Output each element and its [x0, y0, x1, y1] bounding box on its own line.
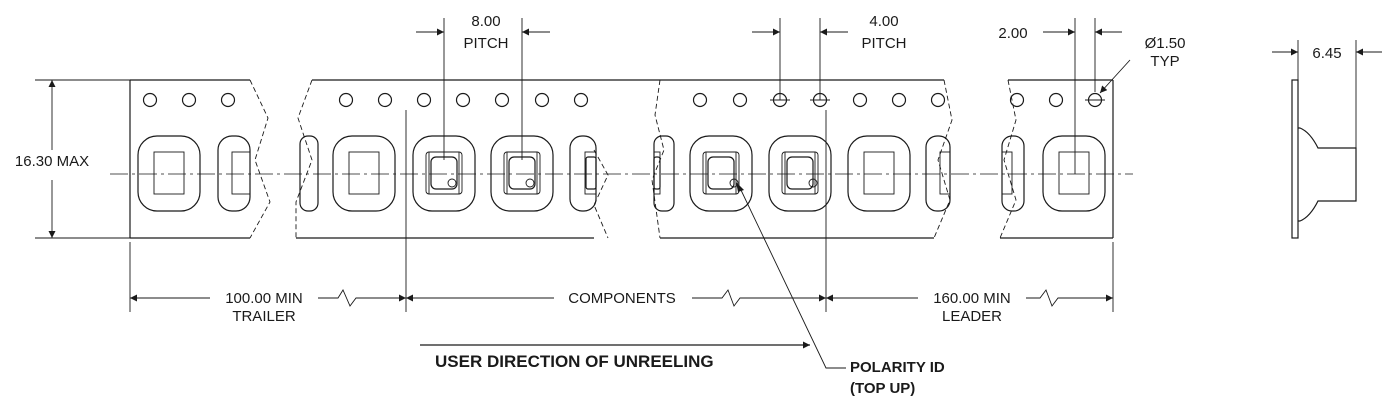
tape-break-lines: [249, 79, 1017, 239]
pitch-4-value: 4.00: [869, 13, 898, 30]
unreeling-direction: USER DIRECTION OF UNREELING: [420, 341, 810, 371]
tape-side-view: 6.45: [1272, 40, 1382, 239]
pitch-8-note: PITCH: [464, 35, 509, 52]
sprocket-holes: [142, 92, 1105, 108]
component-part: [585, 156, 597, 190]
depth-value: 6.45: [1312, 45, 1341, 62]
dimension-offset-2: 2.00: [998, 18, 1122, 174]
unreeling-label: USER DIRECTION OF UNREELING: [435, 352, 714, 371]
polarity-line2: (TOP UP): [850, 380, 915, 397]
pitch-8-value: 8.00: [471, 13, 500, 30]
dimension-width: 16.30 MAX: [15, 79, 130, 239]
component-part: [653, 156, 661, 190]
width-value: 16.30 MAX: [15, 153, 89, 170]
offset-2-value: 2.00: [998, 25, 1027, 42]
hole-dia-value: Ø1.50: [1145, 35, 1186, 52]
component-part: [702, 151, 740, 195]
tape-pockets: [137, 135, 1106, 212]
hole-dia-note: TYP: [1150, 53, 1179, 70]
trailer-value: 100.00 MIN: [225, 290, 303, 307]
components-name: COMPONENTS: [568, 290, 676, 307]
component-part: [781, 151, 819, 195]
components: [425, 151, 819, 195]
polarity-callout: POLARITY ID (TOP UP): [736, 182, 945, 397]
carrier-tape: [129, 79, 1114, 239]
leader-value: 160.00 MIN: [933, 290, 1011, 307]
pitch-4-note: PITCH: [862, 35, 907, 52]
dimension-pitch-8: 8.00 PITCH: [416, 13, 550, 160]
trailer-name: TRAILER: [232, 308, 296, 325]
dimension-pitch-4: 4.00 PITCH: [752, 13, 907, 100]
polarity-line1: POLARITY ID: [850, 359, 945, 376]
leader-name: LEADER: [942, 308, 1002, 325]
section-dimensions: 100.00 MIN TRAILER COMPONENTS 160.00 MIN…: [129, 110, 1114, 325]
dimension-hole-diameter: Ø1.50 TYP: [1099, 35, 1186, 94]
